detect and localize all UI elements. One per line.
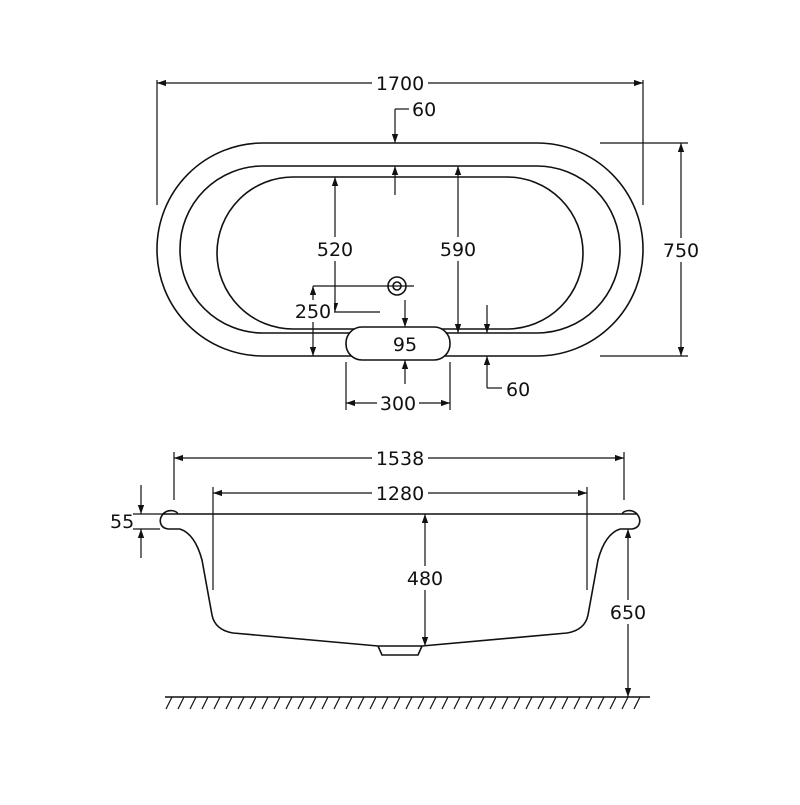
dim-overall-height: 650 xyxy=(607,529,649,697)
floor-hatch-mark xyxy=(261,696,269,710)
floor-hatch-mark xyxy=(405,696,413,710)
waste-fitting xyxy=(377,645,423,656)
floor-hatch-mark xyxy=(441,696,449,710)
floor-hatch-mark xyxy=(429,696,437,710)
floor-hatch-mark xyxy=(165,696,173,710)
floor-hatch-mark xyxy=(297,696,305,710)
floor-hatch-mark xyxy=(501,696,509,710)
floor-hatch-mark xyxy=(465,696,473,710)
dim-label-overflow-panel-depth: 95 xyxy=(393,334,417,356)
floor-hatch-mark xyxy=(237,696,245,710)
overflow-panel xyxy=(345,326,451,361)
dim-label-rim-length: 1538 xyxy=(376,448,424,470)
floor-hatch-mark xyxy=(225,696,233,710)
floor-hatch-mark xyxy=(369,696,377,710)
rim-roll-right xyxy=(620,509,641,530)
dim-base-length: 1280 xyxy=(212,482,588,590)
floor-hatch-mark xyxy=(573,696,581,710)
floor-hatch-mark xyxy=(621,696,629,710)
floor-hatch-mark xyxy=(393,696,401,710)
floor-hatch-mark xyxy=(453,696,461,710)
plan-view: 1700 60 520 590 250 xyxy=(156,71,702,415)
dim-label-overall-length: 1700 xyxy=(376,73,424,95)
dim-overall-width: 750 xyxy=(600,142,702,357)
side-view: 1538 1280 55 480 650 xyxy=(110,447,650,710)
floor-hatch-mark xyxy=(177,696,185,710)
dim-label-overall-height: 650 xyxy=(610,602,646,624)
basin-outline xyxy=(216,176,584,330)
dim-waste-offset: 250 xyxy=(292,285,380,356)
dim-label-rim-width-bottom: 60 xyxy=(506,379,530,401)
floor-hatch-mark xyxy=(477,696,485,710)
floor-hatch-mark xyxy=(333,696,341,710)
dim-label-waste-offset: 250 xyxy=(295,301,331,323)
floor-hatch-mark xyxy=(597,696,605,710)
outer-rim-outline xyxy=(156,142,644,357)
floor-hatch-mark xyxy=(345,696,353,710)
dim-internal-depth: 480 xyxy=(404,514,446,646)
floor-hatch-mark xyxy=(549,696,557,710)
floor-hatch-mark xyxy=(381,696,389,710)
dim-inner-width: 590 xyxy=(437,166,479,333)
dim-rim-length: 1538 xyxy=(173,447,625,500)
floor-hatch-mark xyxy=(309,696,317,710)
floor-hatch-mark xyxy=(561,696,569,710)
floor-hatch-mark xyxy=(537,696,545,710)
floor-hatch-mark xyxy=(357,696,365,710)
floor-hatch-mark xyxy=(273,696,281,710)
floor-hatch-mark xyxy=(249,696,257,710)
dim-overflow-panel-width: 300 xyxy=(345,362,451,415)
dim-label-inner-width: 590 xyxy=(440,239,476,261)
dim-label-rim-width-top: 60 xyxy=(412,99,436,121)
floor-hatch-mark xyxy=(633,696,641,710)
rim-inner-edge xyxy=(179,165,621,334)
floor-hatching xyxy=(165,696,650,710)
dim-label-internal-depth: 480 xyxy=(407,568,443,590)
floor-hatch-mark xyxy=(201,696,209,710)
floor-hatch-mark xyxy=(609,696,617,710)
dim-label-inner-width-at-waste: 520 xyxy=(317,239,353,261)
dim-rim-width-top: 60 xyxy=(391,99,436,195)
dim-overflow-panel-depth: 95 xyxy=(393,300,417,384)
dim-overall-length: 1700 xyxy=(156,71,644,205)
dim-inner-width-at-waste: 520 xyxy=(313,177,380,313)
floor-hatch-mark xyxy=(321,696,329,710)
dim-label-rim-thickness: 55 xyxy=(110,511,134,533)
floor-hatch-mark xyxy=(513,696,521,710)
dim-label-base-length: 1280 xyxy=(376,483,424,505)
dim-label-overflow-panel-width: 300 xyxy=(380,393,416,415)
floor-hatch-mark xyxy=(189,696,197,710)
floor-hatch-mark xyxy=(417,696,425,710)
waste-outlet-icon xyxy=(380,276,414,296)
floor-hatch-mark xyxy=(585,696,593,710)
floor-hatch-mark xyxy=(525,696,533,710)
dim-rim-thickness: 55 xyxy=(110,485,165,558)
tub-body-outline xyxy=(179,528,621,647)
dim-label-overall-width: 750 xyxy=(663,240,699,262)
floor-hatch-mark xyxy=(489,696,497,710)
floor-hatch-mark xyxy=(213,696,221,710)
floor-hatch-mark xyxy=(285,696,293,710)
dim-rim-width-bottom: 60 xyxy=(483,305,530,401)
